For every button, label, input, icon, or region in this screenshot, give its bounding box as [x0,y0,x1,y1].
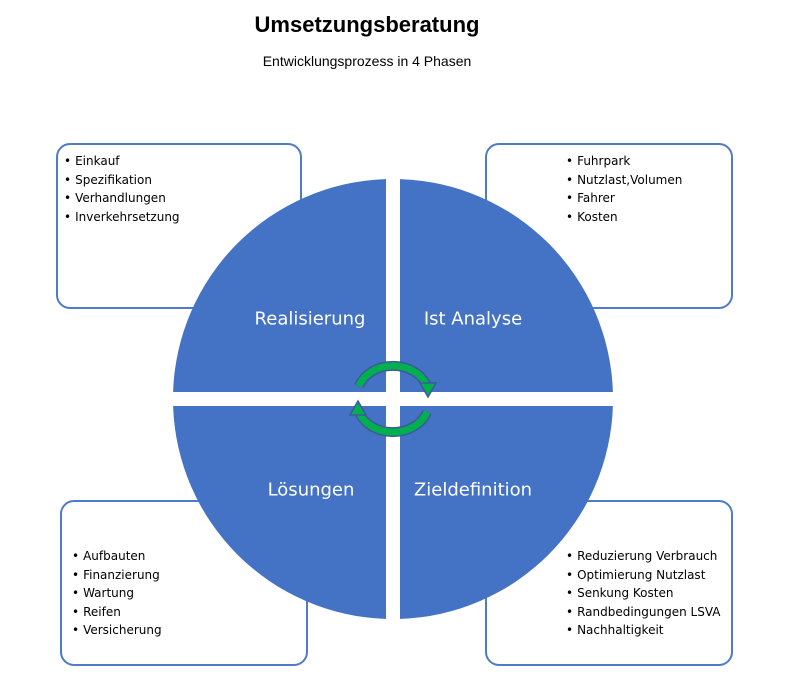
list-item: Inverkehrsetzung [64,208,179,227]
quadrant-zieldefinition [400,406,613,619]
list-item: Versicherung [72,621,162,640]
realisierung-details-box: Einkauf Spezifikation Verhandlungen Inve… [56,143,302,309]
list-item: Kosten [566,208,682,227]
page-title: Umsetzungsberatung [254,12,480,37]
quadrant-ist-analyse [400,179,613,392]
quadrant-label-ist-analyse: Ist Analyse [423,308,523,330]
list-item: Fuhrpark [566,152,682,171]
quadrant-label-loesungen: Lösungen [267,479,355,501]
circular-arrows-icon [348,360,438,438]
list-item: Einkauf [64,152,180,171]
page-subtitle: Entwicklungsprozess in 4 Phasen [262,53,472,69]
list-item: Nutzlast,Volumen [566,171,682,190]
list-item: Verhandlungen [64,189,180,208]
list-item: Fahrer [566,189,682,208]
quadrant-label-realisierung: Realisierung [254,308,366,330]
list-item: Nachhaltigkeit [566,621,721,640]
list-item: Optimierung Nutzlast [566,566,721,585]
list-item: Wartung [72,584,162,603]
list-item: Randbedingungen LSVA [566,603,720,622]
quadrant-realisierung [173,179,386,392]
list-item: Senkung Kosten [566,584,721,603]
quadrant-loesungen [173,406,386,619]
list-item: Finanzierung [72,566,162,585]
list-item: Reifen [72,603,162,622]
list-item: Reduzierung Verbrauch [566,547,721,566]
list-item: Aufbauten [72,547,162,566]
list-item: Spezifikation [64,171,180,190]
quadrant-label-zieldefinition: Zieldefinition [413,479,533,501]
